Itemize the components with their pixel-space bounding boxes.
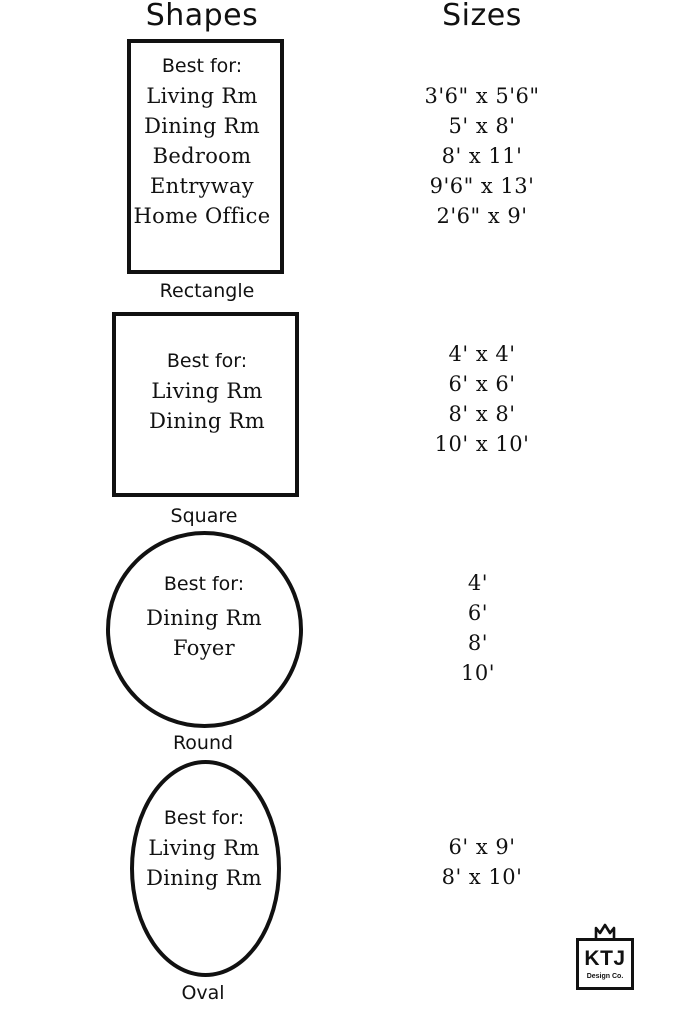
- oval-label: Oval: [181, 982, 225, 1004]
- size-item: 10' x 10': [434, 432, 530, 456]
- best-for-label: Best for:: [166, 350, 248, 372]
- square-shape: [112, 312, 299, 497]
- size-item: 3'6" x 5'6": [424, 84, 540, 108]
- size-item: 5' x 8': [448, 114, 516, 138]
- room-item: Dining Rm: [146, 866, 262, 890]
- room-item: Dining Rm: [144, 114, 260, 138]
- logo-text: KTJ: [584, 947, 626, 970]
- oval-best-for: Best for: Living Rm Dining Rm: [84, 803, 324, 893]
- round-label: Round: [172, 732, 234, 754]
- rectangle-shape: [127, 39, 284, 274]
- size-item: 6' x 9': [448, 835, 516, 859]
- size-item: 9'6" x 13': [429, 174, 535, 198]
- shapes-header: Shapes: [145, 0, 259, 33]
- best-for-label: Best for:: [163, 807, 245, 829]
- round-sizes: 4' 6' 8' 10': [378, 568, 578, 688]
- room-item: Living Rm: [151, 379, 263, 403]
- logo-box: KTJ Design Co.: [576, 938, 634, 990]
- best-for-label: Best for:: [163, 573, 245, 595]
- rectangle-label: Rectangle: [159, 280, 255, 302]
- room-item: Foyer: [173, 636, 235, 660]
- sizes-header: Sizes: [442, 0, 522, 33]
- room-item: Dining Rm: [146, 606, 262, 630]
- square-label: Square: [170, 505, 238, 527]
- best-for-label: Best for:: [161, 55, 243, 77]
- room-item: Living Rm: [146, 84, 258, 108]
- size-item: 8' x 8': [448, 402, 516, 426]
- size-item: 6': [467, 601, 489, 625]
- room-item: Dining Rm: [149, 409, 265, 433]
- ktj-logo: KTJ Design Co.: [574, 922, 636, 992]
- rectangle-sizes: 3'6" x 5'6" 5' x 8' 8' x 11' 9'6" x 13' …: [382, 81, 582, 231]
- size-item: 2'6" x 9': [436, 204, 528, 228]
- room-item: Living Rm: [148, 836, 260, 860]
- size-item: 8' x 11': [441, 144, 523, 168]
- size-item: 10': [461, 661, 495, 685]
- size-item: 8': [467, 631, 489, 655]
- room-item: Home Office: [133, 204, 271, 228]
- oval-sizes: 6' x 9' 8' x 10': [382, 832, 582, 892]
- round-best-for: Best for: Dining Rm Foyer: [84, 569, 324, 663]
- round-shape: [106, 531, 303, 728]
- square-sizes: 4' x 4' 6' x 6' 8' x 8' 10' x 10': [382, 339, 582, 459]
- size-item: 6' x 6': [448, 372, 516, 396]
- size-item: 4': [467, 571, 489, 595]
- room-item: Entryway: [150, 174, 254, 198]
- size-item: 8' x 10': [441, 865, 523, 889]
- room-item: Bedroom: [152, 144, 252, 168]
- logo-subtext: Design Co.: [586, 973, 624, 980]
- size-item: 4' x 4': [448, 342, 516, 366]
- square-best-for: Best for: Living Rm Dining Rm: [87, 346, 327, 436]
- oval-shape: [130, 760, 281, 977]
- rectangle-best-for: Best for: Living Rm Dining Rm Bedroom En…: [82, 51, 322, 231]
